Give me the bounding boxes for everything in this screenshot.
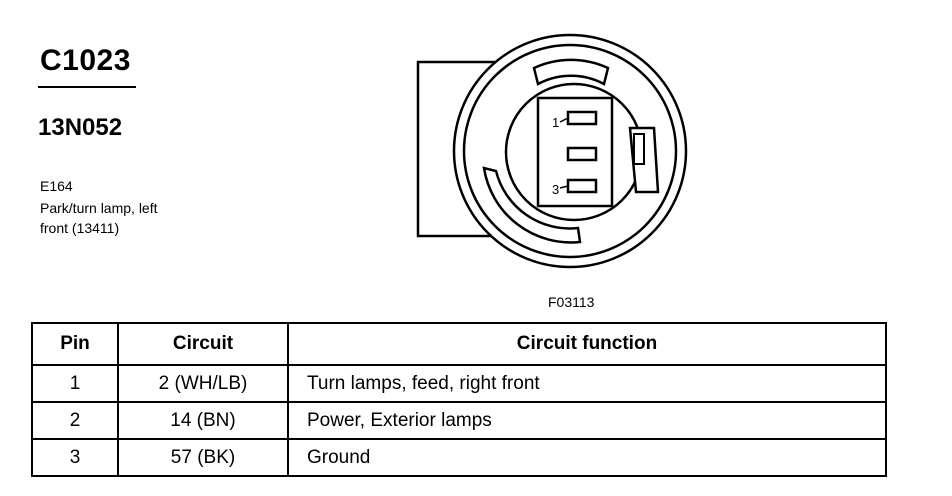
pin-cell: 1	[31, 364, 119, 403]
connector-id: C1023	[40, 44, 131, 77]
circuit-cell: 2 (WH/LB)	[117, 364, 289, 403]
connector-inner-ring	[462, 43, 678, 259]
pin-2-slot	[566, 146, 598, 162]
pin-cell: 3	[31, 438, 119, 477]
table-row: 1 2 (WH/LB) Turn lamps, feed, right fron…	[31, 364, 887, 403]
pin-3-slot	[566, 178, 598, 194]
pin-1-label: 1	[552, 115, 559, 130]
locking-arc	[482, 166, 582, 244]
table-row: 3 57 (BK) Ground	[31, 438, 887, 477]
header-circuit-function: Circuit function	[287, 322, 887, 366]
function-cell: Ground	[287, 438, 887, 477]
pinout-table: Pin Circuit Circuit function 1 2 (WH/LB)…	[31, 322, 887, 477]
component-code: E164	[40, 178, 73, 194]
figure-code: F03113	[548, 294, 595, 310]
header-circuit: Circuit	[117, 322, 289, 366]
part-number: 13N052	[38, 114, 123, 141]
function-cell: Power, Exterior lamps	[287, 401, 887, 440]
connector-face-diagram: 1 3	[416, 33, 688, 269]
component-description-line1: Park/turn lamp, left	[40, 200, 158, 216]
top-key-tab	[532, 58, 610, 86]
pin-cell: 2	[31, 401, 119, 440]
header-pin: Pin	[31, 322, 119, 366]
circuit-cell: 57 (BK)	[117, 438, 289, 477]
function-cell: Turn lamps, feed, right front	[287, 364, 887, 403]
circuit-cell: 14 (BN)	[117, 401, 289, 440]
table-header-row: Pin Circuit Circuit function	[31, 322, 887, 366]
connector-id-underline	[38, 86, 136, 88]
pin-1-slot	[566, 110, 598, 126]
table-row: 2 14 (BN) Power, Exterior lamps	[31, 401, 887, 440]
component-description-line2: front (13411)	[40, 220, 120, 236]
right-latch-window	[633, 133, 645, 165]
pin-3-label: 3	[552, 182, 559, 197]
